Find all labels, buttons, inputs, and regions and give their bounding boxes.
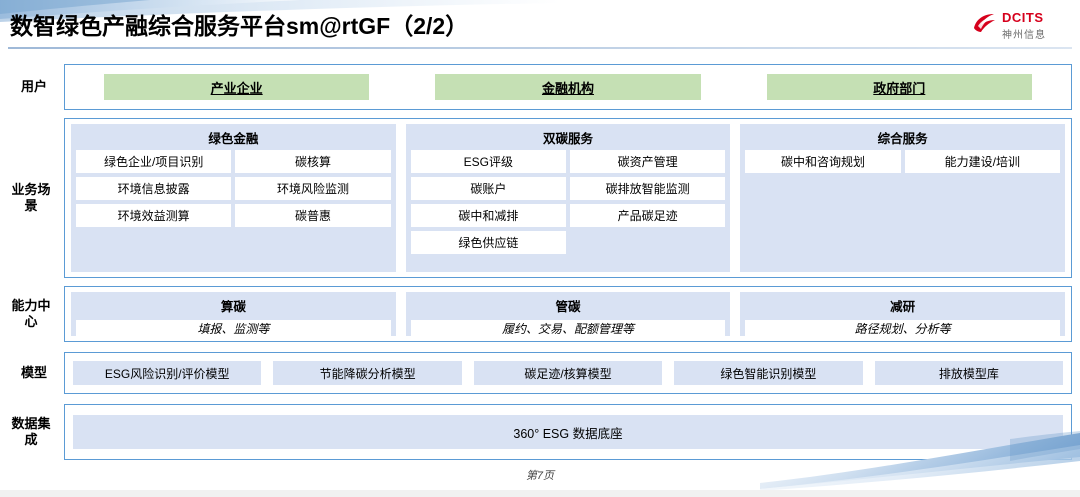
panel-manage-carbon: 管碳 履约、交易、配额管理等 — [405, 292, 731, 337]
row-label-data-integration: 数据集成 — [11, 415, 51, 447]
scenario-chip[interactable]: 能力建设/培训 — [904, 150, 1060, 173]
panel-green-finance: 绿色金融 绿色企业/项目识别 碳核算 环境信息披露 环境风险监测 环境效益测算 … — [71, 124, 396, 272]
row-label-users: 用户 — [20, 78, 47, 94]
scenario-chip[interactable]: 碳资产管理 — [570, 150, 726, 173]
page-title: 数智绿色产融综合服务平台sm@rtGF（2/2） — [10, 13, 469, 39]
panel-reduce-research: 减研 路径规划、分析等 — [740, 292, 1066, 337]
model-chip[interactable]: 绿色智能识别模型 — [674, 361, 863, 385]
model-chip[interactable]: 排放模型库 — [874, 361, 1064, 385]
row-users: 用户 产业企业 金融机构 政府部门 — [8, 64, 1072, 110]
row-body-data-integration: 360° ESG 数据底座 — [64, 404, 1072, 460]
row-label-scenarios: 业务场景 — [11, 181, 51, 213]
panel-title-comprehensive-services: 综合服务 — [877, 132, 928, 146]
scenario-chip[interactable]: ESG评级 — [410, 150, 566, 173]
user-box-financial[interactable]: 金融机构 — [435, 74, 701, 100]
row-label-capability: 能力中心 — [11, 297, 51, 329]
dcits-swirl-icon — [972, 12, 998, 34]
logo-text-cn: 神州信息 — [1002, 30, 1046, 41]
scenario-chip[interactable]: 碳排放智能监测 — [570, 177, 726, 200]
chip-grid-green-finance: 绿色企业/项目识别 碳核算 环境信息披露 环境风险监测 环境效益测算 碳普惠 — [76, 150, 391, 227]
capability-detail[interactable]: 填报、监测等 — [76, 320, 391, 337]
row-label-models: 模型 — [20, 364, 47, 380]
scenario-chip[interactable]: 产品碳足迹 — [570, 204, 726, 227]
user-box-government[interactable]: 政府部门 — [766, 74, 1032, 100]
chip-grid-comprehensive-services: 碳中和咨询规划 能力建设/培训 — [745, 150, 1060, 173]
panel-comprehensive-services: 综合服务 碳中和咨询规划 能力建设/培训 — [740, 124, 1066, 272]
panel-dual-carbon: 双碳服务 ESG评级 碳资产管理 碳账户 碳排放智能监测 碳中和减排 产品碳足迹… — [405, 124, 731, 272]
scenario-chip[interactable]: 碳中和咨询规划 — [745, 150, 901, 173]
row-body-models: ESG风险识别/评价模型 节能降碳分析模型 碳足迹/核算模型 绿色智能识别模型 … — [64, 352, 1072, 394]
panel-title-dual-carbon: 双碳服务 — [543, 132, 594, 146]
user-cell[interactable]: 政府部门 — [734, 74, 1065, 100]
panel-title-green-finance: 绿色金融 — [208, 132, 259, 146]
model-chip[interactable]: 碳足迹/核算模型 — [473, 361, 663, 385]
scenario-chip[interactable]: 绿色供应链 — [410, 231, 566, 254]
scenario-chip[interactable]: 环境风险监测 — [235, 177, 391, 200]
row-data-integration: 数据集成 360° ESG 数据底座 — [8, 404, 1072, 460]
slide-header: 数智绿色产融综合服务平台sm@rtGF（2/2） DCITS 神州信息 — [0, 0, 1080, 52]
data-foundation-bar[interactable]: 360° ESG 数据底座 — [73, 415, 1063, 449]
model-chip[interactable]: ESG风险识别/评价模型 — [73, 361, 262, 385]
logo-text-en: DCITS — [1002, 10, 1044, 25]
row-body-scenarios: 绿色金融 绿色企业/项目识别 碳核算 环境信息披露 环境风险监测 环境效益测算 … — [64, 118, 1072, 278]
row-capability: 能力中心 算碳 填报、监测等 管碳 履约、交易、配额管理等 减研 路径规划、分析… — [8, 286, 1072, 342]
scenario-chip[interactable]: 碳普惠 — [235, 204, 391, 227]
capability-detail[interactable]: 路径规划、分析等 — [745, 320, 1061, 337]
user-cell[interactable]: 金融机构 — [402, 74, 733, 100]
chip-grid-dual-carbon: ESG评级 碳资产管理 碳账户 碳排放智能监测 碳中和减排 产品碳足迹 绿色供应… — [410, 150, 726, 254]
title-underline-rule — [8, 47, 1072, 49]
row-models: 模型 ESG风险识别/评价模型 节能降碳分析模型 碳足迹/核算模型 绿色智能识别… — [8, 352, 1072, 394]
scenario-chip[interactable]: 绿色企业/项目识别 — [76, 150, 232, 173]
scenario-chip[interactable]: 环境效益测算 — [76, 204, 232, 227]
user-box-industry[interactable]: 产业企业 — [104, 74, 370, 100]
company-logo: DCITS 神州信息 — [972, 8, 1068, 42]
row-body-capability: 算碳 填报、监测等 管碳 履约、交易、配额管理等 减研 路径规划、分析等 — [64, 286, 1072, 342]
scenario-chip[interactable]: 碳账户 — [410, 177, 566, 200]
user-cell[interactable]: 产业企业 — [71, 74, 402, 100]
panel-title-reduce-research: 减研 — [890, 300, 916, 314]
scenario-chip[interactable]: 碳核算 — [235, 150, 391, 173]
panel-calc-carbon: 算碳 填报、监测等 — [71, 292, 396, 337]
panel-title-manage-carbon: 管碳 — [555, 300, 581, 314]
row-scenarios: 业务场景 绿色金融 绿色企业/项目识别 碳核算 环境信息披露 环境风险监测 环境… — [8, 118, 1072, 278]
capability-detail[interactable]: 履约、交易、配额管理等 — [410, 320, 726, 337]
scenario-chip[interactable]: 环境信息披露 — [76, 177, 232, 200]
scenario-chip[interactable]: 碳中和减排 — [410, 204, 566, 227]
panel-title-calc-carbon: 算碳 — [220, 300, 246, 314]
model-chip[interactable]: 节能降碳分析模型 — [273, 361, 462, 385]
page-footer: 第7页 — [525, 470, 555, 482]
row-body-users: 产业企业 金融机构 政府部门 — [64, 64, 1072, 110]
bottom-strip — [0, 490, 1080, 497]
